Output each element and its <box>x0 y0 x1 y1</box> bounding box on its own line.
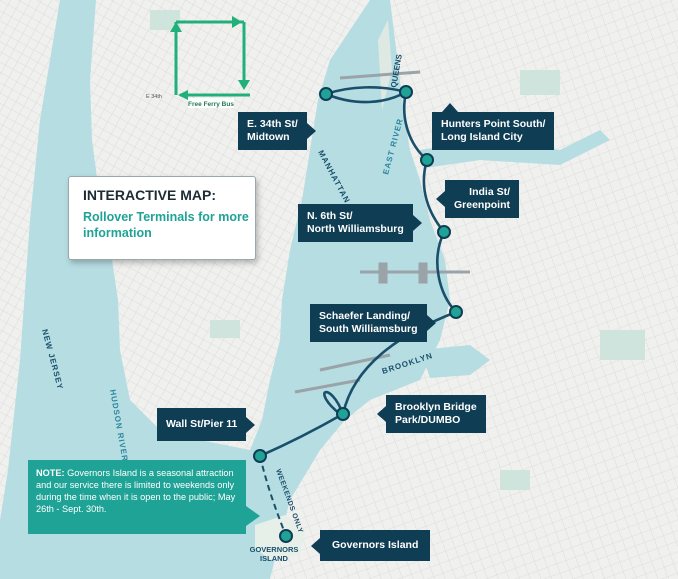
note-text: Governors Island is a seasonal attractio… <box>36 468 236 514</box>
callout-schaefer-line1: Schaefer Landing/ <box>319 310 411 322</box>
navy-yard-basin <box>420 345 490 378</box>
callout-n6th-line2: North Williamsburg <box>307 223 404 235</box>
callout-governors-line1: Governors Island <box>332 539 419 551</box>
governors-island-label-1: GOVERNORS <box>250 545 299 554</box>
free-ferry-bus-label-bg <box>188 98 234 108</box>
terminal-india-st[interactable] <box>420 153 434 167</box>
bus-arrow-icon <box>170 16 250 100</box>
park <box>600 330 645 360</box>
callout-hunters-point[interactable]: Hunters Point South/ Long Island City <box>432 103 555 150</box>
callout-hunters-line2: Long Island City <box>441 131 523 143</box>
callout-india-st[interactable]: India St/ Greenpoint <box>435 180 520 218</box>
terminal-governors[interactable] <box>279 529 293 543</box>
terminal-e34[interactable] <box>319 87 333 101</box>
terminal-n6th[interactable] <box>437 225 451 239</box>
interactive-map-info-box: INTERACTIVE MAP: Rollover Terminals for … <box>68 176 256 260</box>
governors-island-label-2: ISLAND <box>260 554 289 563</box>
callout-schaefer[interactable]: Schaefer Landing/ South Williamsburg <box>310 304 435 342</box>
callout-e34-line2: Midtown <box>247 131 290 143</box>
park <box>500 470 530 490</box>
callout-n6th[interactable]: N. 6th St/ North Williamsburg <box>298 204 422 242</box>
callout-hunters-line1: Hunters Point South/ <box>441 118 546 130</box>
callout-dumbo-line1: Brooklyn Bridge <box>395 401 477 413</box>
park <box>150 10 180 30</box>
callout-india-line1: India St/ <box>469 186 511 198</box>
terminal-wall-st[interactable] <box>253 449 267 463</box>
callout-india-line2: Greenpoint <box>454 199 511 211</box>
park <box>210 320 240 338</box>
williamsburg-bridge <box>360 262 470 284</box>
callout-wall-st[interactable]: Wall St/Pier 11 <box>157 408 256 441</box>
interactive-map-title: INTERACTIVE MAP: <box>83 187 216 203</box>
callout-governors[interactable]: Governors Island <box>310 530 431 561</box>
callout-dumbo[interactable]: Brooklyn Bridge Park/DUMBO <box>377 395 486 433</box>
callout-e34[interactable]: E. 34th St/ Midtown <box>238 112 316 150</box>
interactive-map-subtitle: Rollover Terminals for more information <box>83 210 249 240</box>
terminal-schaefer[interactable] <box>449 305 463 319</box>
terminal-hunters-point[interactable] <box>399 85 413 99</box>
governors-island-route <box>259 455 287 537</box>
e34-street-label: E 34th <box>146 94 162 100</box>
park <box>520 70 560 95</box>
callout-schaefer-line2: South Williamsburg <box>319 323 418 335</box>
note-label: NOTE: <box>36 468 65 478</box>
queensboro-bridge <box>339 70 421 80</box>
brooklyn-bridge <box>294 378 361 394</box>
terminal-dumbo[interactable] <box>336 407 350 421</box>
callout-e34-line1: E. 34th St/ <box>247 118 298 130</box>
terminal-markers <box>253 85 463 543</box>
free-ferry-bus-route <box>174 20 250 97</box>
callout-wall-st-line1: Wall St/Pier 11 <box>166 418 238 430</box>
callout-n6th-line1: N. 6th St/ <box>307 210 353 222</box>
new-jersey-land <box>0 0 60 520</box>
governors-island-note: NOTE: Governors Island is a seasonal att… <box>28 460 260 534</box>
free-ferry-bus-label: Free Ferry Bus <box>188 101 234 108</box>
callout-dumbo-line2: Park/DUMBO <box>395 414 461 426</box>
